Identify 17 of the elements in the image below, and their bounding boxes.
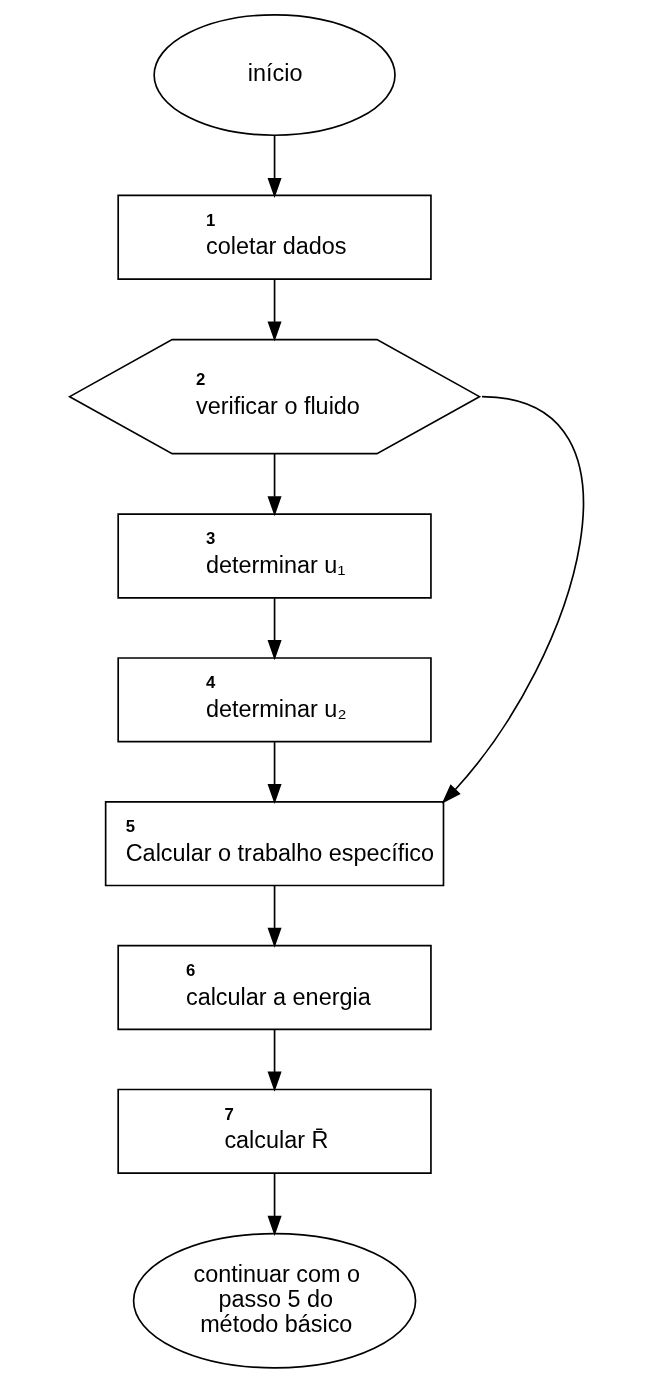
node-ellipse: continuar com o passo 5 do método básico	[132, 1232, 416, 1369]
arrow	[267, 885, 282, 948]
node-box: 5 Calcular o trabalho específico	[104, 801, 444, 887]
arrow	[267, 1172, 282, 1236]
arrow	[267, 452, 282, 517]
arrow	[267, 134, 282, 198]
arrow	[267, 278, 282, 342]
arrow	[441, 395, 584, 804]
node-box: 4 determinar u₂	[116, 657, 432, 743]
arrow	[267, 597, 282, 661]
node-box: 1 coletar dados	[116, 194, 432, 280]
node-box: 3 determinar u₁	[116, 513, 432, 599]
node-ellipse: início	[152, 14, 396, 137]
node-box: 6 calcular a energia	[116, 944, 432, 1031]
node-box: 7 calcular R̄	[116, 1088, 432, 1174]
arrow	[267, 741, 282, 804]
arrow	[267, 1029, 282, 1092]
